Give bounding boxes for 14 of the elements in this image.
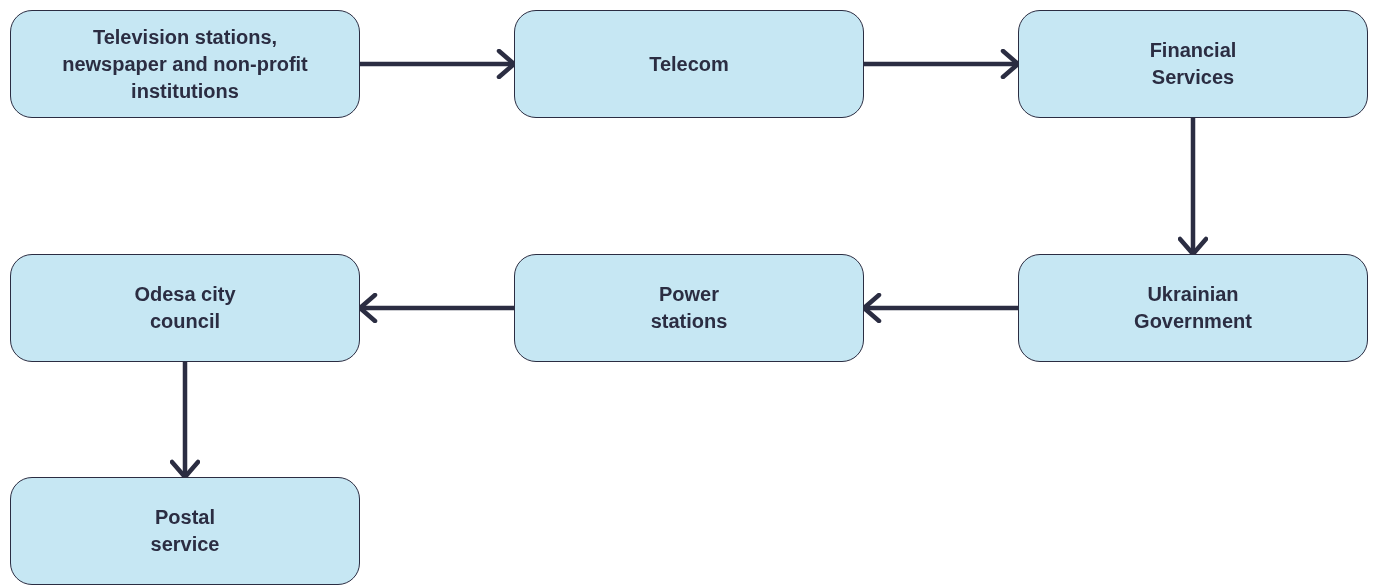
process-box (514, 10, 864, 118)
process-box (1018, 10, 1368, 118)
box-label: Telecom (649, 51, 729, 77)
process-box (1018, 254, 1368, 362)
box-label: Odesa city council (133, 282, 237, 334)
box-label: Financial Services (1148, 38, 1238, 90)
process-box (514, 254, 864, 362)
process-box (10, 477, 360, 585)
box-label: Power stations (649, 282, 729, 334)
process-box (10, 254, 360, 362)
box-label: Television stations, newspaper and non-profit institutions (61, 24, 309, 104)
box-label: Ukrainian Government (1133, 282, 1253, 334)
box-label: Postal service (149, 505, 221, 557)
process-box (10, 10, 360, 118)
